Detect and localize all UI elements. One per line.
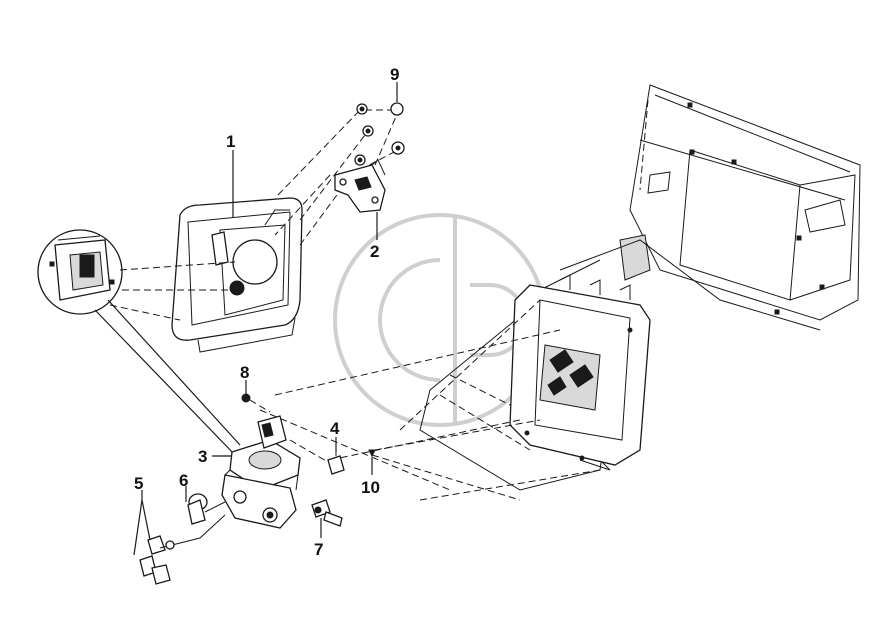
callout-6: 6: [179, 471, 188, 490]
valve-assembly-part-3: [221, 415, 301, 529]
callout-4: 4: [330, 419, 340, 438]
callout-3: 3: [198, 447, 207, 466]
projection-lines: [109, 107, 601, 501]
callout-1: 1: [226, 132, 235, 151]
fitting-part-7: [311, 499, 343, 527]
detail-magnifier: [37, 229, 241, 456]
rivet-part-10: [368, 419, 541, 458]
callout-8: 8: [240, 363, 249, 382]
callout-5: 5: [134, 474, 143, 493]
cab-floor-frame: [539, 84, 861, 331]
fitting-part-4: [289, 439, 345, 475]
hose-fittings-part-5: [139, 514, 226, 585]
pedal-mount-plate: [509, 274, 651, 466]
elbow-fitting-part-6: [187, 493, 226, 525]
nut-part-9: [354, 102, 405, 166]
leader-lines: [133, 82, 398, 556]
callout-10: 10: [361, 478, 380, 497]
callout-labels: 1 2 3 4 5 6 7 8 9 10: [134, 65, 399, 559]
screw-part-8: [241, 380, 271, 413]
callout-9: 9: [390, 65, 399, 84]
callout-7: 7: [314, 540, 323, 559]
callout-2: 2: [370, 242, 379, 261]
bracket-part-2: [334, 159, 386, 213]
cover-panel-part-1: [171, 197, 303, 353]
